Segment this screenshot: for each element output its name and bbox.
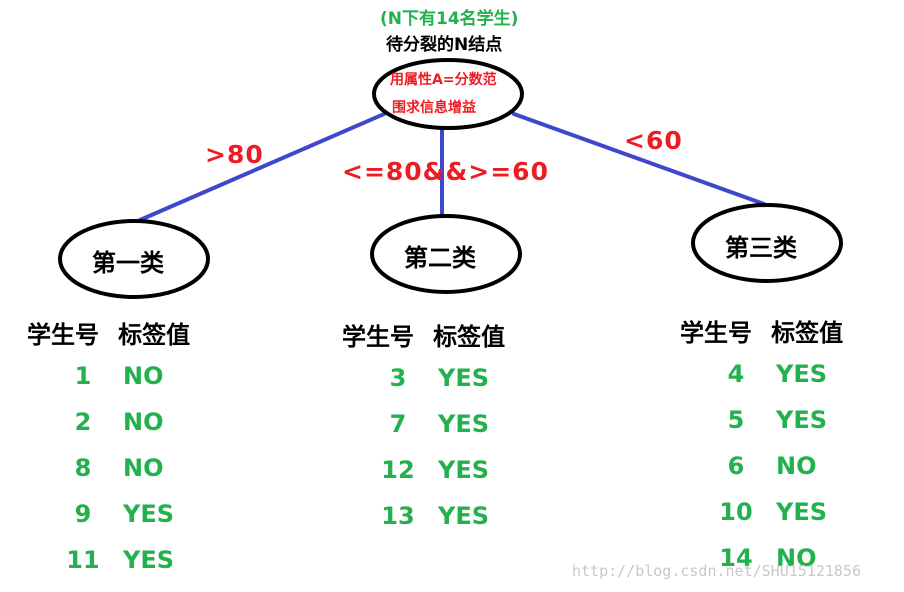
table-header-label: 标签值 xyxy=(433,323,506,351)
label-value: YES xyxy=(438,410,490,438)
child-node-ellipse-3 xyxy=(691,203,843,283)
child-node-ellipse-2 xyxy=(370,214,522,294)
edge-label-gt80: >80 xyxy=(205,140,264,169)
table-header-id: 学生号 xyxy=(342,323,414,351)
label-value: YES xyxy=(123,546,175,574)
table-row: 9 YES xyxy=(27,491,190,537)
label-value: YES xyxy=(438,364,490,392)
table-header-id: 学生号 xyxy=(680,319,752,347)
table-row: 14 NO xyxy=(680,535,843,581)
child-node-label-1: 第一类 xyxy=(92,249,164,277)
student-id: 10 xyxy=(719,498,753,526)
root-node-note: (N下有14名学生) xyxy=(380,9,519,29)
label-value: YES xyxy=(776,360,828,388)
child-node-label-3: 第三类 xyxy=(725,234,797,262)
root-node-ellipse xyxy=(372,58,524,130)
edge-label-lt60: <60 xyxy=(624,126,683,155)
root-node-title: 待分裂的N结点 xyxy=(386,35,503,55)
label-value: NO xyxy=(123,362,164,390)
edge-label-middle: <=80&&>=60 xyxy=(342,157,549,186)
table-row: 2 NO xyxy=(27,399,190,445)
student-id: 1 xyxy=(74,362,92,390)
label-value: YES xyxy=(438,456,490,484)
table-row: 8 NO xyxy=(27,445,190,491)
child-node-label-2: 第二类 xyxy=(404,244,476,272)
edge-line-gt80 xyxy=(138,112,386,222)
label-value: YES xyxy=(776,406,828,434)
child-node-ellipse-1 xyxy=(58,219,210,299)
table-header-id: 学生号 xyxy=(27,321,99,349)
student-id: 2 xyxy=(74,408,92,436)
table-header-label: 标签值 xyxy=(771,319,844,347)
table-row: 11 YES xyxy=(27,537,190,583)
student-id: 13 xyxy=(381,502,415,530)
edge-line-lt60 xyxy=(512,112,766,206)
student-id: 12 xyxy=(381,456,415,484)
table-row: 12 YES xyxy=(342,447,505,493)
label-value: NO xyxy=(123,408,164,436)
label-value: YES xyxy=(776,498,828,526)
table-header-label: 标签值 xyxy=(118,321,191,349)
label-value: NO xyxy=(123,454,164,482)
label-value: NO xyxy=(776,452,817,480)
table-row: 7 YES xyxy=(342,401,505,447)
watermark: http://blog.csdn.net/SHU15121856 xyxy=(572,562,861,580)
student-id: 6 xyxy=(727,452,745,480)
label-value: YES xyxy=(438,502,490,530)
root-node-inner-line1: 用属性A=分数范 xyxy=(390,72,497,88)
table-row: 4 YES xyxy=(680,351,843,397)
student-id: 9 xyxy=(74,500,92,528)
root-node-inner-line2: 围求信息增益 xyxy=(392,100,476,116)
student-id: 3 xyxy=(389,364,407,392)
table-row: 13 YES xyxy=(342,493,505,539)
student-id: 7 xyxy=(389,410,407,438)
label-value: YES xyxy=(123,500,175,528)
label-value: NO xyxy=(776,544,817,572)
student-id: 5 xyxy=(727,406,745,434)
table-row: 10 YES xyxy=(680,489,843,535)
table-row: 6 NO xyxy=(680,443,843,489)
student-id: 14 xyxy=(719,544,753,572)
table-row: 3 YES xyxy=(342,355,505,401)
table-row: 5 YES xyxy=(680,397,843,443)
student-id: 8 xyxy=(74,454,92,482)
student-id: 11 xyxy=(66,546,100,574)
table-row: 1 NO xyxy=(27,353,190,399)
student-id: 4 xyxy=(727,360,745,388)
